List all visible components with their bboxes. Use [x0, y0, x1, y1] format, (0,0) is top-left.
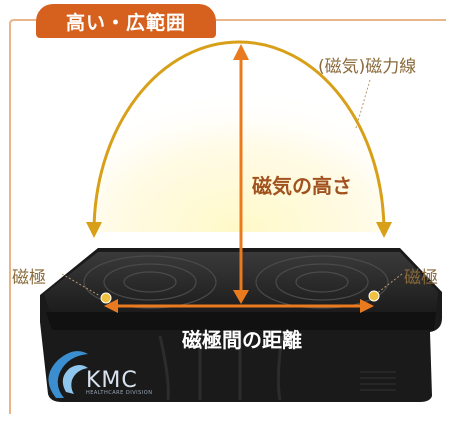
section-title-tab: 高い・広範囲: [36, 4, 216, 38]
arc-arrowhead-right: [376, 222, 392, 238]
device-side: [46, 312, 436, 330]
pole-left-label: 磁極: [12, 268, 46, 288]
field-line-arc: [92, 40, 386, 233]
pole-left-leader: [61, 273, 101, 297]
distance-arrowhead-right: [360, 299, 374, 313]
section-title: 高い・広範囲: [65, 11, 186, 34]
magnetic-pole-dot-icon: [100, 292, 112, 304]
field-glow: [94, 42, 384, 232]
field-leader-line: [355, 79, 371, 129]
device-ridges: [158, 334, 284, 401]
pole-right-leader: [375, 273, 403, 295]
coil-left: [83, 255, 217, 309]
kmc-logo-icon: [48, 351, 88, 398]
pole-right-label: 磁極: [404, 268, 438, 288]
coil-right: [255, 255, 389, 309]
field-lines-label: (磁気)磁力線: [318, 57, 417, 77]
height-arrowhead-bottom: [233, 290, 249, 304]
magnetic-pole-dot-icon: [368, 290, 380, 302]
field-height-label: 磁気の高さ: [252, 174, 352, 198]
device-vents: [360, 371, 396, 391]
distance-arrowhead-left: [104, 299, 118, 313]
height-arrowhead-top: [233, 44, 249, 60]
pole-distance-label: 磁極間の距離: [182, 328, 302, 352]
arc-arrowhead-left: [86, 222, 102, 238]
brand-tagline: HEALTHCARE DIVISION: [86, 390, 153, 396]
brand-name: KMC: [86, 368, 138, 393]
frame-border: [9, 19, 446, 414]
